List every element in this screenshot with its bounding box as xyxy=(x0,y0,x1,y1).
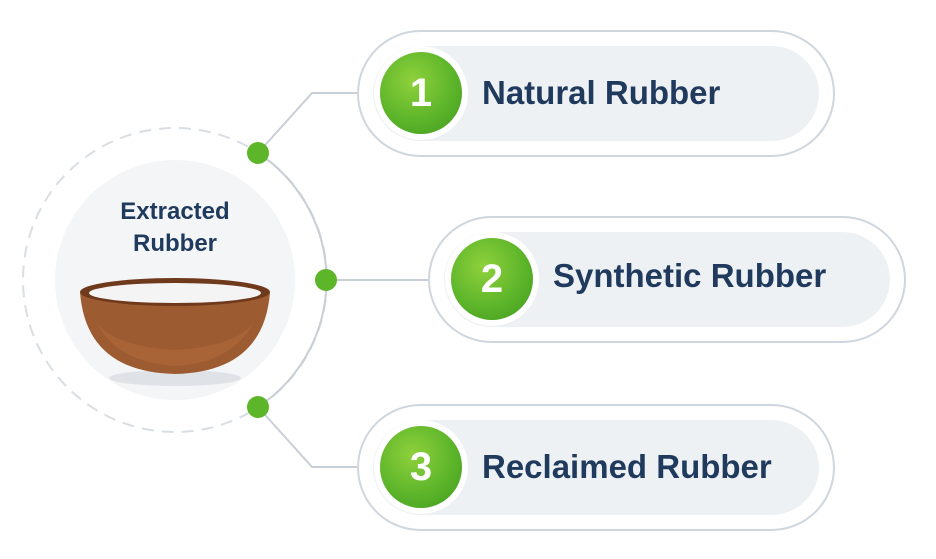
node-dot-1 xyxy=(247,142,269,164)
number-badge-2: 2 xyxy=(451,238,533,320)
item-label-3: Reclaimed Rubber xyxy=(482,448,772,485)
center-title-line2: Rubber xyxy=(133,230,217,257)
number-badge-1: 1 xyxy=(380,52,462,134)
item-label-1: Natural Rubber xyxy=(482,74,721,111)
bowl-icon xyxy=(80,278,270,386)
item-label-2: Synthetic Rubber xyxy=(553,257,827,294)
connector-line-1 xyxy=(257,92,360,154)
center-title-line1: Extracted xyxy=(120,198,230,225)
node-dot-3 xyxy=(247,396,269,418)
node-dot-2 xyxy=(315,269,337,291)
number-badge-3: 3 xyxy=(380,426,462,508)
center-title: Extracted Rubber xyxy=(80,196,270,260)
connector-line-3 xyxy=(257,406,360,468)
